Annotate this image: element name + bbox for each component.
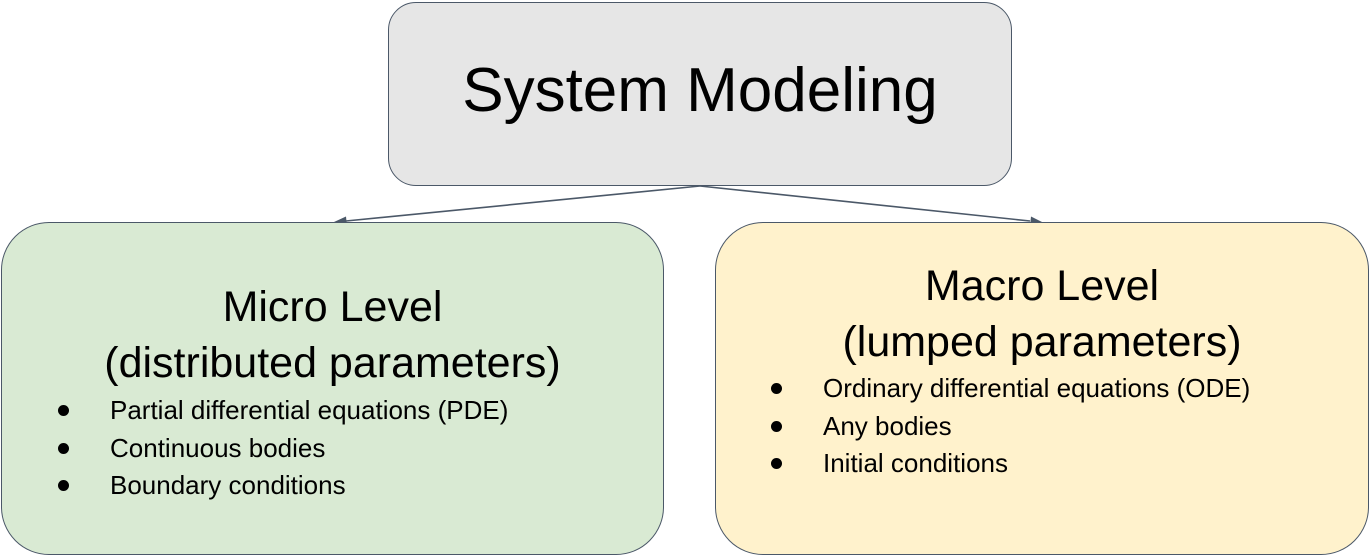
list-item-text: Boundary conditions (110, 470, 346, 500)
bullet-icon (58, 442, 69, 454)
list-item-text: Partial differential equations (PDE) (110, 395, 509, 425)
micro-level-list: Partial differential equations (PDE) Con… (58, 392, 508, 505)
edge-root-to-micro (345, 185, 701, 222)
list-item-text: Initial conditions (823, 448, 1008, 478)
micro-level-title: Micro Level (distributed parameters) (2, 279, 663, 391)
list-item-text: Any bodies (823, 410, 952, 441)
list-item: Ordinary differential equations (ODE) (771, 370, 1250, 408)
macro-level-list: Ordinary differential equations (ODE) An… (771, 370, 1250, 483)
micro-level-node: Micro Level (distributed parameters) Par… (1, 222, 664, 555)
micro-level-title-line1: Micro Level (222, 283, 443, 331)
macro-level-title-line1: Macro Level (924, 262, 1160, 310)
list-item: Initial conditions (771, 445, 1250, 483)
list-item: Partial differential equations (PDE) (58, 392, 508, 430)
bullet-icon (58, 405, 69, 416)
bullet-icon (771, 458, 782, 469)
macro-level-title-line2: (lumped parameters) (842, 318, 1242, 366)
system-modeling-node: System Modeling (388, 2, 1012, 186)
list-item-text: Ordinary differential equations (ODE) (823, 373, 1251, 403)
macro-level-title: Macro Level (lumped parameters) (716, 258, 1368, 370)
list-item: Any bodies (771, 408, 1250, 446)
bullet-icon (58, 480, 69, 491)
list-item: Boundary conditions (58, 467, 508, 505)
list-item-text: Continuous bodies (110, 432, 326, 463)
edge-root-to-macro (699, 185, 1031, 222)
micro-level-title-line2: (distributed parameters) (104, 339, 561, 387)
bullet-icon (771, 420, 782, 432)
macro-level-node: Macro Level (lumped parameters) Ordinary… (715, 222, 1369, 555)
bullet-icon (771, 383, 782, 394)
system-modeling-title: System Modeling (462, 56, 938, 125)
list-item: Continuous bodies (58, 430, 508, 468)
